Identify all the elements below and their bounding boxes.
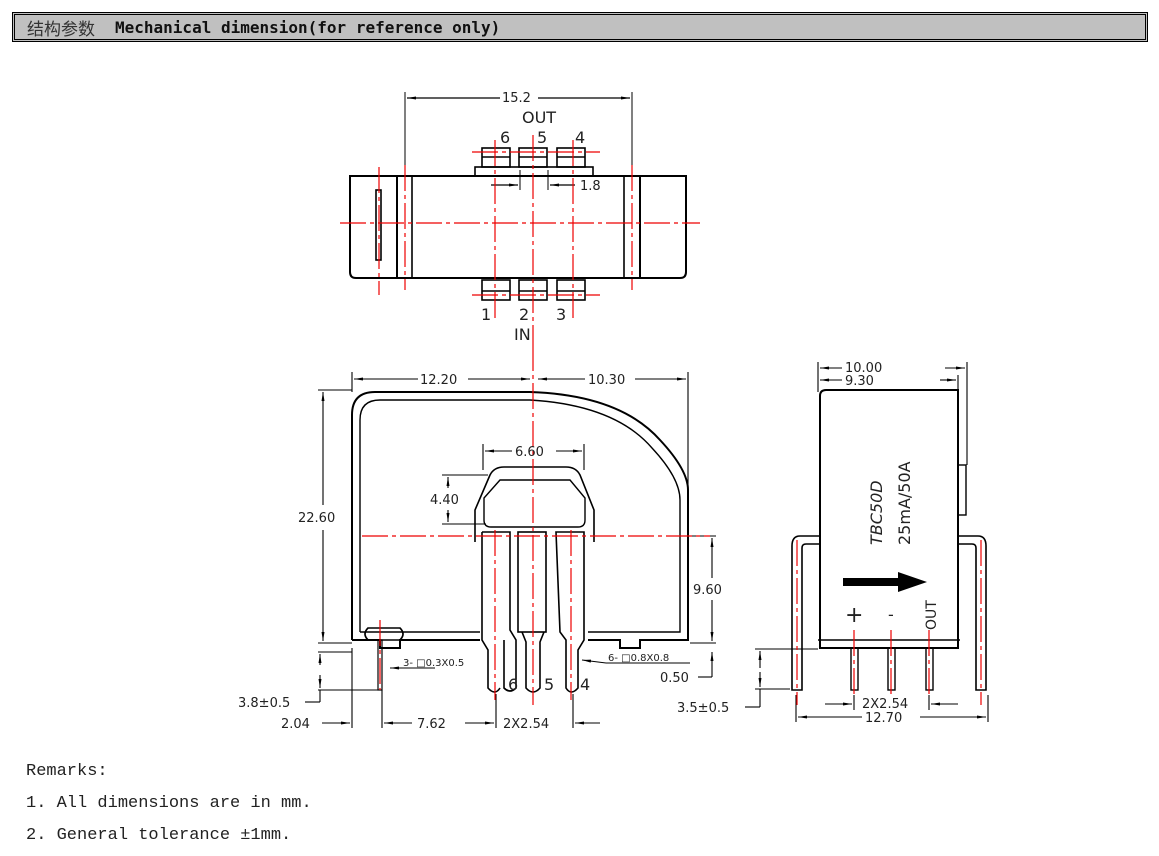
dim-pin-length: 3.8±0.5 <box>238 696 290 711</box>
top-in-pin-3: 3 <box>556 305 566 324</box>
pin-out-label: OUT <box>924 600 940 630</box>
note-small-pin: 3- □0.3X0.5 <box>403 658 464 669</box>
header-title-en: Mechanical dimension(for reference only) <box>115 17 501 37</box>
remarks-title: Remarks: <box>26 762 108 781</box>
top-in-label: IN <box>514 325 531 344</box>
dim-inner-width: 9.30 <box>845 374 874 389</box>
dim-pin-pitch: 2X2.54 <box>503 717 549 732</box>
top-in-pin-2: 2 <box>519 305 529 324</box>
model-label: TBC50D <box>867 480 886 545</box>
header-title-cn: 结构参数 <box>27 19 95 40</box>
top-out-pin-4: 4 <box>575 128 585 147</box>
top-view-centerlines <box>340 135 700 345</box>
top-out-label: OUT <box>522 108 556 127</box>
dim-outer-width: 10.00 <box>845 361 882 376</box>
dim-side-pin-length: 3.5±0.5 <box>677 701 729 716</box>
dim-left-width: 12.20 <box>420 373 457 388</box>
front-pin-6: 6 <box>508 675 518 694</box>
front-view <box>351 391 689 693</box>
dim-top-width: 15.2 <box>502 91 531 106</box>
side-view <box>791 389 987 691</box>
remark-item: 2. General tolerance ±1mm. <box>26 826 292 845</box>
dim-window-height: 4.40 <box>430 493 459 508</box>
side-view-dims <box>745 362 989 722</box>
dim-side-pin-pitch: 2X2.54 <box>862 697 908 712</box>
direction-arrow-icon <box>843 572 927 592</box>
top-view <box>349 92 687 301</box>
top-out-pin-5: 5 <box>537 128 547 147</box>
top-out-pin-6: 6 <box>500 128 510 147</box>
dim-top-pitch: 1.8 <box>580 179 601 194</box>
pin-plus-label: + <box>845 603 863 628</box>
front-view-centerlines <box>362 345 710 705</box>
remark-item: 1. All dimensions are in mm. <box>26 794 312 813</box>
dim-pin-height: 9.60 <box>693 583 722 598</box>
pin-minus-label: - <box>888 605 894 624</box>
dim-offset-pin: 7.62 <box>417 717 446 732</box>
dim-side-span: 12.70 <box>865 711 902 726</box>
dim-right-width: 10.30 <box>588 373 625 388</box>
remarks: Remarks: 1. All dimensions are in mm. 2.… <box>26 756 312 852</box>
side-view-centerlines <box>796 540 982 705</box>
dim-window-width: 6.60 <box>515 445 544 460</box>
rating-label: 25mA/50A <box>895 461 914 545</box>
note-large-pin: 6- □0.8X0.8 <box>608 653 669 664</box>
front-view-dims <box>305 372 716 728</box>
dim-height: 22.60 <box>298 511 335 526</box>
section-header: 结构参数 Mechanical dimension(for reference … <box>12 12 1148 42</box>
front-pin-4: 4 <box>580 675 590 694</box>
dim-gap: 0.50 <box>660 671 689 686</box>
top-in-pin-1: 1 <box>481 305 491 324</box>
front-pin-5: 5 <box>544 675 554 694</box>
dim-offset-left: 2.04 <box>281 717 310 732</box>
